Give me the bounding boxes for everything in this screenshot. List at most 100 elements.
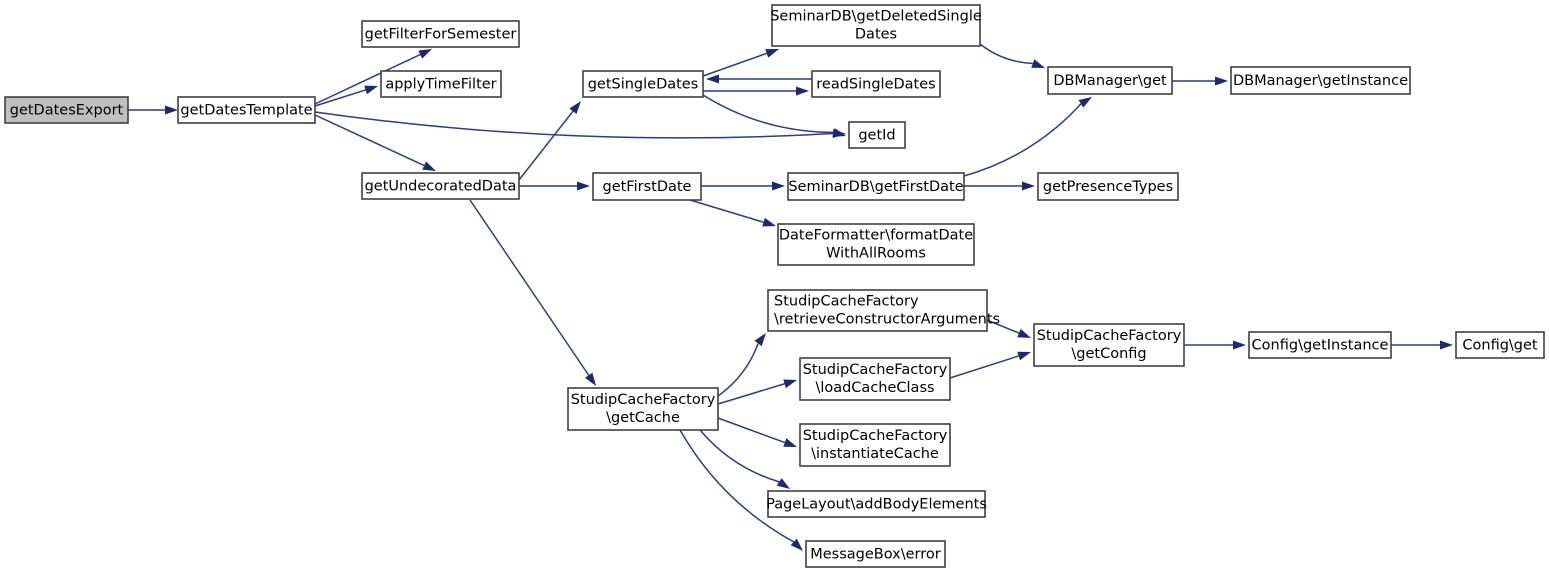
node-retrieveConstructorArguments[interactable]: StudipCacheFactory \retrieveConstructorAr… <box>767 289 1000 332</box>
node-box-DBManagerGetInstance[interactable] <box>1230 66 1411 95</box>
node-label-loadCacheClass: \loadCacheClass <box>815 380 934 396</box>
arrowhead-DBManagerGet-to-DBManagerGetInstance <box>1215 76 1228 86</box>
node-label-retrieveConstructorArguments: \retrieveConstructorArguments <box>774 312 1000 328</box>
node-label-getSingleDates: getSingleDates <box>588 77 699 93</box>
node-getPresenceTypes[interactable]: getPresenceTypes <box>1037 172 1179 201</box>
node-box-addBodyElements[interactable] <box>767 490 986 518</box>
node-label-DBManagerGetInstance: DBManager\getInstance <box>1233 73 1408 89</box>
arrowhead-getDatesTemplate-to-getFilterForSemester <box>418 49 432 59</box>
arrowhead-getUndecoratedData-to-getCache <box>584 372 596 386</box>
arrowhead-readSingleDates-to-getSingleDates <box>706 74 719 84</box>
arrowhead-loadCacheClass-to-getConfig <box>1017 351 1031 361</box>
node-label-retrieveConstructorArguments: StudipCacheFactory <box>774 294 919 310</box>
node-getDatesTemplate[interactable]: getDatesTemplate <box>177 96 316 124</box>
node-label-ConfigGetInstance: Config\getInstance <box>1252 338 1389 354</box>
edge-loadCacheClass-to-getConfig <box>949 355 1019 379</box>
node-ConfigGet[interactable]: Config\get <box>1455 331 1545 359</box>
node-box-getUndecoratedData[interactable] <box>361 172 520 200</box>
edge-SeminarDBGetFirstDate-to-DBManagerGet <box>963 103 1082 177</box>
node-getFirstDate[interactable]: getFirstDate <box>592 172 702 201</box>
node-layer: getDatesExport getDatesTemplate getFilterF… <box>4 4 1545 568</box>
node-box-formatDateWithAllRooms[interactable] <box>777 223 975 266</box>
node-applyTimeFilter[interactable]: applyTimeFilter <box>380 70 502 98</box>
node-label-getDatesTemplate: getDatesTemplate <box>180 103 312 119</box>
node-label-getDeletedSingleDates: Dates <box>855 27 897 43</box>
arrowhead-getDatesTemplate-to-applyTimeFilter <box>364 85 378 95</box>
node-box-getDeletedSingleDates[interactable] <box>771 4 981 47</box>
arrowhead-getCache-to-addBodyElements <box>776 478 790 489</box>
node-box-instantiateCache[interactable] <box>799 423 951 467</box>
arrowhead-getCache-to-instantiateCache <box>783 438 797 447</box>
node-loadCacheClass[interactable]: StudipCacheFactory\loadCacheClass <box>799 357 951 401</box>
node-label-getCache: \getCache <box>606 410 680 426</box>
arrowhead-getCache-to-loadCacheClass <box>783 379 797 389</box>
node-box-getId[interactable] <box>848 121 906 149</box>
node-getFilterForSemester[interactable]: getFilterForSemester <box>361 20 520 48</box>
node-label-formatDateWithAllRooms: DateFormatter\formatDate <box>779 228 973 244</box>
node-box-getSingleDates[interactable] <box>582 70 704 98</box>
edge-getCache-to-instantiateCache <box>717 417 786 444</box>
arrowhead-getDatesTemplate-to-getUndecoratedData <box>422 161 436 171</box>
node-DBManagerGetInstance[interactable]: DBManager\getInstance <box>1230 66 1411 95</box>
node-getSingleDates[interactable]: getSingleDates <box>582 70 704 98</box>
node-box-getFirstDate[interactable] <box>592 172 702 201</box>
arrowhead-getConfig-to-ConfigGetInstance <box>1233 340 1246 350</box>
node-label-ConfigGet: Config\get <box>1462 338 1538 354</box>
arrowhead-getDatesExport-to-getDatesTemplate <box>165 105 178 115</box>
node-addBodyElements[interactable]: PageLayout\addBodyElements <box>766 490 987 518</box>
node-MessageBoxError[interactable]: MessageBox\error <box>805 540 946 568</box>
node-label-applyTimeFilter: applyTimeFilter <box>385 77 496 93</box>
node-box-applyTimeFilter[interactable] <box>380 70 502 98</box>
arrowhead-getFirstDate-to-formatDateWithAllRooms <box>762 217 776 227</box>
edge-getDeletedSingleDates-to-DBManagerGet <box>979 43 1033 65</box>
node-label-instantiateCache: StudipCacheFactory <box>803 428 948 444</box>
node-getCache[interactable]: StudipCacheFactory \getCache <box>567 387 719 431</box>
node-box-readSingleDates[interactable] <box>811 70 941 98</box>
arrowhead-SeminarDBGetFirstDate-to-getPresenceTypes <box>1022 181 1035 191</box>
node-readSingleDates[interactable]: readSingleDates <box>811 70 941 98</box>
node-box-DBManagerGet[interactable] <box>1047 66 1173 95</box>
node-box-getPresenceTypes[interactable] <box>1037 172 1179 201</box>
node-box-SeminarDBGetFirstDate[interactable] <box>787 172 965 201</box>
node-box-getCache[interactable] <box>567 387 719 431</box>
node-box-ConfigGetInstance[interactable] <box>1248 331 1392 359</box>
node-box-getDatesExport[interactable] <box>4 96 129 124</box>
node-box-ConfigGet[interactable] <box>1455 331 1545 359</box>
edge-getCache-to-addBodyElements <box>699 429 780 483</box>
arrowhead-getSingleDates-to-getDeletedSingleDates <box>765 49 779 58</box>
arrowhead-getSingleDates-to-getId <box>832 128 846 137</box>
node-box-retrieveConstructorArguments[interactable] <box>767 289 988 332</box>
node-box-MessageBoxError[interactable] <box>805 540 946 568</box>
node-getDatesExport[interactable]: getDatesExport <box>4 96 129 124</box>
edge-getSingleDates-to-getDeletedSingleDates <box>702 52 768 77</box>
node-getConfig[interactable]: StudipCacheFactory\getConfig <box>1033 323 1185 367</box>
node-label-DBManagerGet: DBManager\get <box>1053 73 1167 89</box>
node-label-getId: getId <box>858 128 895 144</box>
edge-getDatesTemplate-to-getFilterForSemester <box>314 53 421 105</box>
arrowhead-ConfigGetInstance-to-ConfigGet <box>1440 340 1453 350</box>
node-label-getDeletedSingleDates: SeminarDB\getDeletedSingle <box>770 9 982 25</box>
node-label-getUndecoratedData: getUndecoratedData <box>365 179 517 195</box>
node-box-getConfig[interactable] <box>1033 323 1185 367</box>
node-DBManagerGet[interactable]: DBManager\get <box>1047 66 1173 95</box>
node-ConfigGetInstance[interactable]: Config\getInstance <box>1248 331 1392 359</box>
node-getUndecoratedData[interactable]: getUndecoratedData <box>361 172 520 200</box>
edge-getUndecoratedData-to-getCache <box>469 199 590 376</box>
edge-getCache-to-retrieveConstructorArguments <box>717 343 759 397</box>
node-instantiateCache[interactable]: StudipCacheFactory\instantiateCache <box>799 423 951 467</box>
node-getId[interactable]: getId <box>848 121 906 149</box>
node-box-getDatesTemplate[interactable] <box>177 96 316 124</box>
node-label-getCache: StudipCacheFactory <box>571 392 716 408</box>
arrowhead-getUndecoratedData-to-getFirstDate <box>577 181 590 191</box>
node-box-getFilterForSemester[interactable] <box>361 20 520 48</box>
node-box-loadCacheClass[interactable] <box>799 357 951 401</box>
edge-getCache-to-loadCacheClass <box>717 383 785 405</box>
node-SeminarDBGetFirstDate[interactable]: SeminarDB\getFirstDate <box>787 172 965 201</box>
arrowhead-getDeletedSingleDates-to-DBManagerGet <box>1031 59 1045 68</box>
node-label-getPresenceTypes: getPresenceTypes <box>1043 179 1173 195</box>
edge-getDatesTemplate-to-applyTimeFilter <box>314 89 366 107</box>
